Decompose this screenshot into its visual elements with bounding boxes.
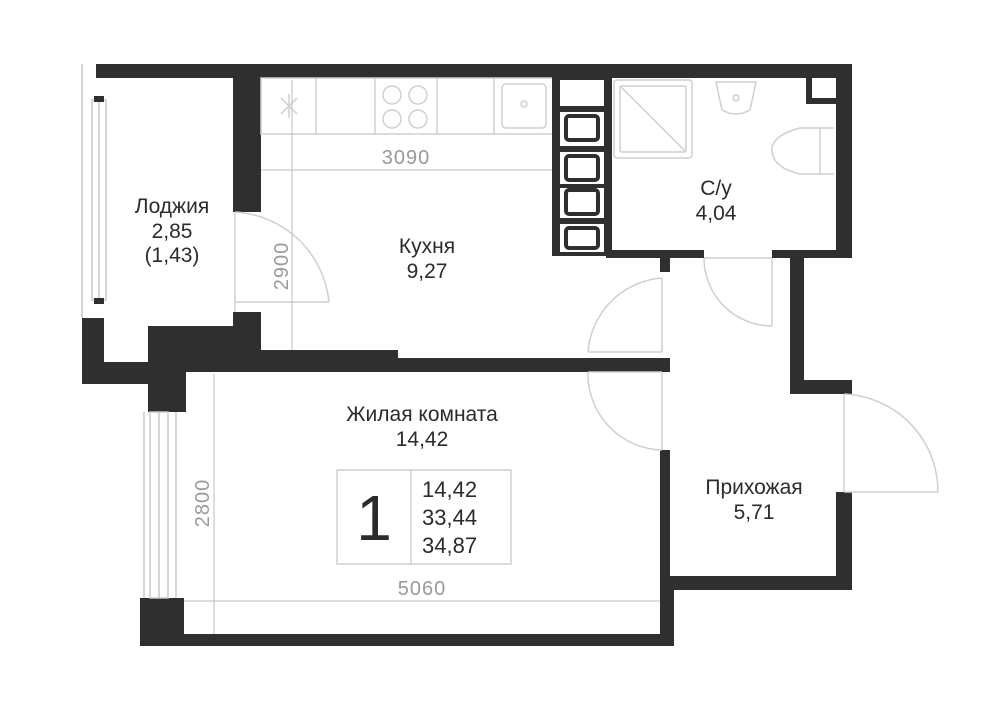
kitchen-depth-label: 2900 xyxy=(271,242,293,291)
area-summary: 1 14,42 33,44 34,87 xyxy=(336,469,512,565)
living-width-label: 5060 xyxy=(398,578,447,600)
walls xyxy=(82,64,852,646)
dimension-lines xyxy=(184,80,660,634)
total-area-value: 33,44 xyxy=(422,505,477,530)
living-depth-label: 2800 xyxy=(192,479,214,528)
bathroom-area: 4,04 xyxy=(696,202,737,225)
hall-area: 5,71 xyxy=(734,501,775,524)
windows xyxy=(81,64,177,599)
loggia-area: 2,85 xyxy=(152,220,193,243)
snowflake-icon xyxy=(280,94,298,118)
room-labels: Лоджия 2,85 (1,43) Кухня 9,27 С/у 4,04 Ж… xyxy=(135,177,803,524)
doors xyxy=(234,211,939,493)
loggia-name: Лоджия xyxy=(135,195,209,218)
kitchen-fixtures xyxy=(260,76,610,256)
hall-name: Прихожая xyxy=(705,476,802,499)
kitchen-area: 9,27 xyxy=(407,260,448,283)
bathroom-fixtures xyxy=(613,79,834,175)
kitchen-width-label: 3090 xyxy=(382,147,431,169)
loggia-area-reduced: (1,43) xyxy=(145,244,200,267)
dimension-labels: 3090 2900 2800 5060 xyxy=(192,147,447,600)
bathroom-name: С/у xyxy=(700,177,732,200)
rooms-count: 1 xyxy=(356,482,392,554)
living-name: Жилая комната xyxy=(346,403,498,426)
living-area: 14,42 xyxy=(396,428,449,451)
total-with-loggia-value: 34,87 xyxy=(422,533,477,558)
living-area-value: 14,42 xyxy=(422,477,477,502)
kitchen-name: Кухня xyxy=(399,235,455,258)
